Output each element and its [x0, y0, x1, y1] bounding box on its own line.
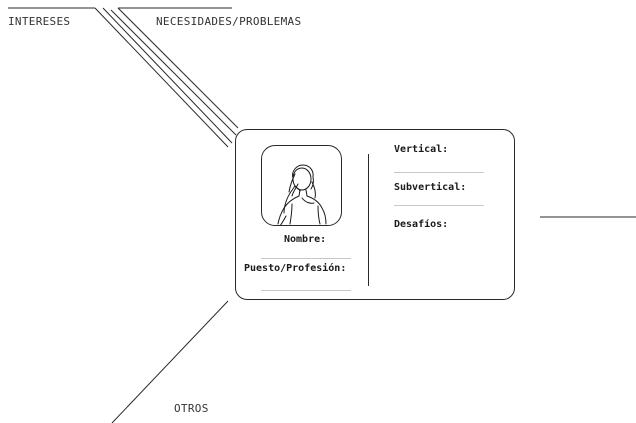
field-line-vertical: [394, 172, 484, 173]
field-label-nombre: Nombre:: [284, 234, 327, 245]
field-label-desafios: Desafíos:: [394, 219, 449, 230]
intereses-connector-diagonal-b: [102, 7, 233, 144]
necesidades-connector-diagonal-a: [110, 9, 237, 136]
card-divider: [368, 154, 369, 286]
avatar: [261, 145, 342, 226]
field-line-puesto: [261, 290, 351, 291]
persona-card: Nombre: Puesto/Profesión: Vertical: Subv…: [235, 129, 515, 300]
field-line-nombre: [261, 258, 351, 259]
branch-label-intereses: INTERESES: [8, 15, 71, 28]
field-label-vertical: Vertical:: [394, 144, 449, 155]
person-portrait-icon: [277, 164, 327, 225]
field-label-puesto: Puesto/Profesión:: [244, 263, 347, 274]
field-line-subvertical: [394, 205, 484, 206]
otros-connector: [111, 300, 229, 423]
field-label-subvertical: Subvertical:: [394, 182, 467, 193]
necesidades-connector-diagonal-b: [117, 7, 239, 129]
branch-label-otros: OTROS: [174, 402, 209, 415]
intereses-connector-diagonal-a: [94, 7, 229, 148]
branch-label-necesidades: NECESIDADES/PROBLEMAS: [156, 15, 302, 28]
